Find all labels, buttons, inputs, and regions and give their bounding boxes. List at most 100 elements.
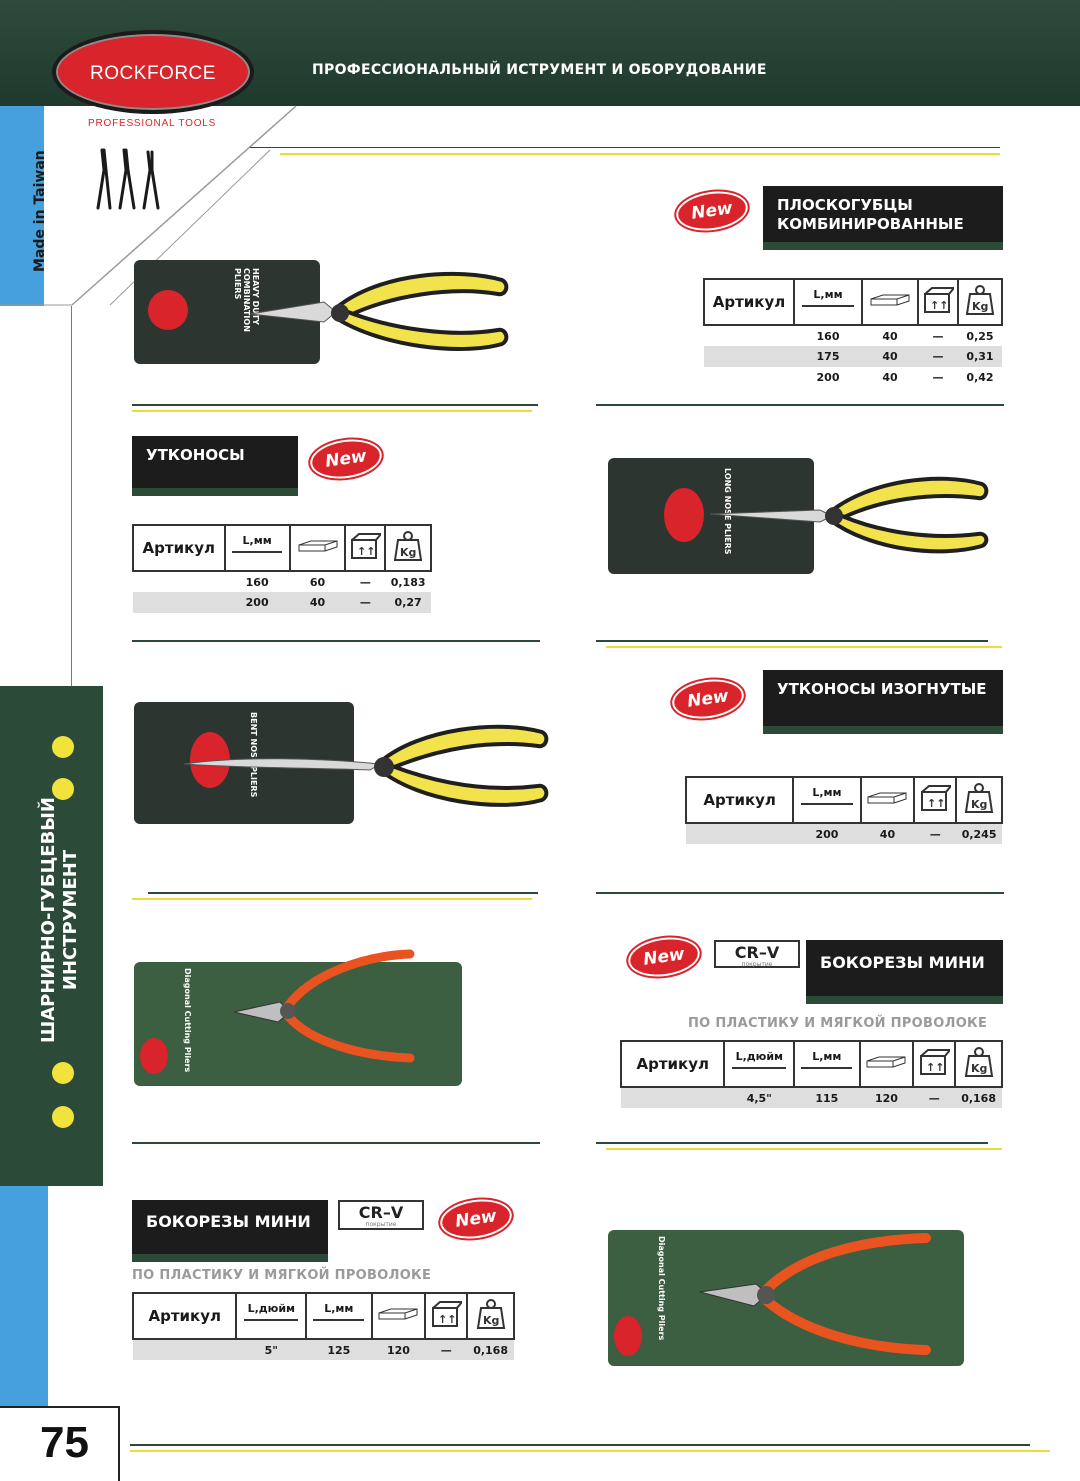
- sidebar-blue-top: [0, 106, 44, 306]
- sidebar-white-panel: [0, 306, 72, 686]
- page-number-box: [0, 1406, 120, 1481]
- rule-yellow: [606, 1148, 1002, 1150]
- product-title: УТКОНОСЫ ИЗОГНУТЫЕ: [763, 670, 1003, 734]
- arrow-icon: [801, 1067, 853, 1069]
- bullet-dot: [52, 1062, 74, 1084]
- carton-icon: ↑↑: [917, 278, 959, 326]
- product-image-mini-cutters-5: Diagonal Cutting Pliers: [608, 1230, 964, 1366]
- package-logo: [664, 488, 704, 542]
- rule-green: [132, 1142, 540, 1144]
- header-article: Артикул: [684, 776, 795, 824]
- header-length-mm-label: L,мм: [324, 1302, 354, 1315]
- rule-yellow: [280, 153, 1000, 155]
- cell-weight: 0,245: [956, 823, 1002, 844]
- cell-length: 125: [306, 1339, 372, 1360]
- sidebar-category-panel: [0, 686, 103, 1186]
- weight-icon: Kg: [384, 524, 432, 572]
- header-length-mm: L,мм: [223, 524, 291, 572]
- cell-carton: —: [932, 329, 944, 343]
- package-label: Diagonal Cutting Pliers: [657, 1236, 666, 1341]
- header-length-mm-label: L,мм: [813, 288, 843, 301]
- header-length-mm-label: L,мм: [242, 534, 272, 547]
- header-tagline: ПРОФЕССИОНАЛЬНЫЙ ИСТРУМЕНТ И ОБОРУДОВАНИ…: [312, 62, 767, 78]
- arrow-icon: [801, 305, 855, 307]
- cell-weight: 0,25: [966, 329, 994, 343]
- new-badge: New: [307, 435, 385, 483]
- cell-length: 200: [816, 371, 840, 384]
- bullet-dot: [52, 778, 74, 800]
- kg-label: Kg: [483, 1314, 499, 1327]
- rule-green: [596, 1142, 988, 1144]
- rule-green: [596, 640, 988, 642]
- rule-green: [596, 892, 1004, 894]
- box-icon: [288, 524, 347, 572]
- svg-text:↑↑: ↑↑: [926, 1061, 944, 1074]
- cell-box: 40: [289, 592, 346, 613]
- weight-icon: Kg: [466, 1292, 515, 1340]
- cell-carton: —: [345, 592, 386, 613]
- carton-icon: ↑↑: [913, 776, 958, 824]
- cell-carton: —: [918, 346, 958, 367]
- header-article: Артикул: [703, 278, 795, 326]
- cell-weight: 0,42: [966, 371, 994, 384]
- arrow-icon: [732, 1067, 787, 1069]
- cell-length: 200: [224, 592, 290, 613]
- crv-label: CR–V: [358, 1203, 404, 1222]
- mini-cutters-illustration: [699, 1233, 931, 1355]
- crv-sub-label: покрытие: [741, 961, 773, 968]
- new-badge: New: [437, 1195, 515, 1243]
- mini-cutters-illustration: [233, 949, 415, 1063]
- cell-carton: —: [425, 1339, 468, 1360]
- header-length-mm-label: L,мм: [812, 1050, 842, 1063]
- cell-carton: —: [914, 823, 957, 844]
- bent-nose-pliers-illustration: [183, 724, 549, 807]
- weight-icon: Kg: [957, 278, 1003, 326]
- cell-carton: —: [359, 575, 371, 589]
- arrow-icon: [313, 1319, 365, 1321]
- bullet-dot: [52, 736, 74, 758]
- header-length-mm: L,мм: [792, 776, 862, 824]
- rule-green: [132, 640, 540, 642]
- crv-label: CR–V: [734, 943, 780, 962]
- rule-yellow: [130, 1450, 1050, 1452]
- bullet-dot: [52, 1106, 74, 1128]
- cell-length-inch: 4,5": [724, 1087, 795, 1108]
- header-length-inch: L,дюйм: [235, 1292, 308, 1340]
- package-logo: [614, 1316, 642, 1356]
- weight-icon: Kg: [955, 776, 1003, 824]
- product-title: ПЛОСКОГУБЦЫ КОМБИНИРОВАННЫЕ: [763, 186, 1003, 250]
- package-logo: [148, 290, 188, 330]
- cell-weight: 0,168: [955, 1087, 1002, 1108]
- brand-logo: ROCKFORCE: [52, 30, 254, 114]
- long-nose-pliers-illustration: [709, 476, 989, 554]
- cell-weight: 0,31: [958, 346, 1002, 367]
- box-icon: [858, 1040, 915, 1088]
- rule-green: [130, 1444, 1030, 1446]
- package-label: BENT NOSE PLIERS: [249, 712, 258, 798]
- rule-green: [132, 404, 538, 406]
- header-length-inch-label: L,дюйм: [735, 1050, 784, 1063]
- package-label: HEAVY DUTY COMBINATION PLIERS: [233, 268, 260, 332]
- svg-text:↑↑: ↑↑: [930, 299, 948, 312]
- header-length-mm-label: L,мм: [812, 786, 842, 799]
- rule-yellow: [606, 646, 1002, 648]
- svg-text:↑↑: ↑↑: [357, 545, 375, 558]
- cell-length-inch: 5": [236, 1339, 307, 1360]
- kg-label: Kg: [400, 546, 416, 559]
- cell-box: 120: [371, 1339, 426, 1360]
- kg-label: Kg: [972, 300, 988, 313]
- header-length-mm: L,мм: [793, 1040, 861, 1088]
- cell-box: 40: [882, 371, 898, 384]
- header-article: Артикул: [132, 524, 226, 572]
- header-length-mm: L,мм: [793, 278, 863, 326]
- arrow-icon: [800, 803, 854, 805]
- carton-icon: ↑↑: [344, 524, 387, 572]
